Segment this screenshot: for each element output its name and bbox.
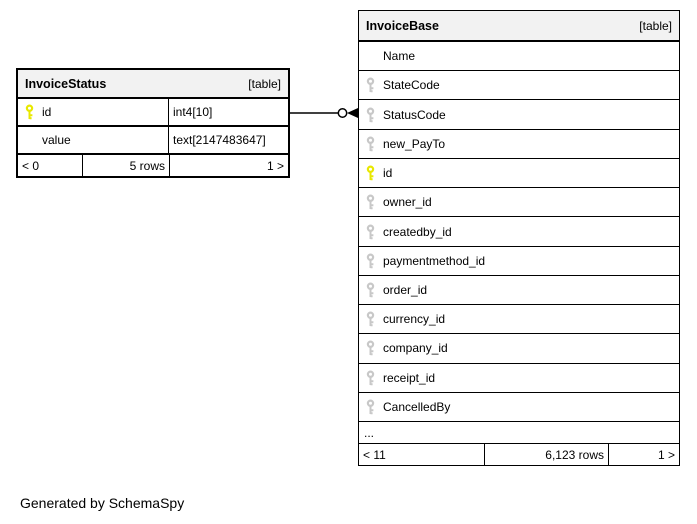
table-name: InvoiceStatus (25, 76, 107, 91)
column-type: text[2147483647] (168, 127, 288, 153)
index-key-icon (365, 136, 376, 152)
column-row-owner_id[interactable]: owner_id (359, 188, 679, 218)
column-rows: id int4[10] value text[2147483647] (18, 99, 288, 155)
column-row-paymentmethod_id[interactable]: paymentmethod_id (359, 247, 679, 276)
column-name: Name (383, 49, 416, 64)
column-row-value[interactable]: value text[2147483647] (18, 127, 288, 155)
table-badge: [table] (639, 18, 672, 33)
column-name: id (383, 166, 393, 181)
generator-note[interactable]: Generated by SchemaSpy (20, 495, 185, 511)
column-name: paymentmethod_id (383, 253, 486, 268)
column-type: int4[10] (168, 99, 288, 125)
column-row-id[interactable]: id int4[10] (18, 99, 288, 127)
column-row-company_id[interactable]: company_id (359, 334, 679, 364)
column-row-createdby_id[interactable]: createdby_id (359, 217, 679, 247)
column-name: receipt_id (383, 370, 436, 385)
column-name: StatusCode (383, 107, 446, 122)
column-name: StateCode (383, 78, 440, 93)
entity-invoicestatus: InvoiceStatus [table] id int4[10] value tex… (16, 68, 290, 178)
column-row-currency_id[interactable]: currency_id (359, 305, 679, 335)
footer-children-count: 1 > (657, 447, 675, 462)
key-icon-placeholder (24, 132, 35, 148)
table-badge: [table] (248, 76, 281, 91)
column-row-receipt_id[interactable]: receipt_id (359, 364, 679, 393)
zero-cardinality-circle (337, 108, 348, 118)
index-key-icon (365, 224, 376, 240)
column-row-new_PayTo[interactable]: new_PayTo (359, 130, 679, 159)
index-key-icon (365, 253, 376, 269)
index-key-icon (365, 107, 376, 123)
index-key-icon (365, 370, 376, 386)
entity-header-invoicebase[interactable]: InvoiceBase [table] (359, 11, 679, 42)
column-row-CancelledBy[interactable]: CancelledBy (359, 393, 679, 423)
index-key-icon (365, 194, 376, 210)
column-name: order_id (383, 282, 428, 297)
footer-row-count: 5 rows (82, 155, 170, 176)
index-key-icon (365, 282, 376, 298)
column-row-Name[interactable]: Name (359, 42, 679, 72)
index-key-icon (365, 311, 376, 327)
column-row-StatusCode[interactable]: StatusCode (359, 100, 679, 130)
column-row-id[interactable]: id (359, 159, 679, 189)
table-name: InvoiceBase (366, 18, 439, 33)
index-key-icon (365, 340, 376, 356)
index-key-icon (365, 77, 376, 93)
column-name: value (42, 133, 71, 147)
column-name: createdby_id (383, 224, 452, 239)
primary-key-icon (365, 165, 376, 181)
footer-parents-count: < 11 (363, 447, 386, 462)
arrowhead (347, 108, 358, 118)
column-name: CancelledBy (383, 399, 451, 414)
column-row-order_id[interactable]: order_id (359, 276, 679, 306)
key-icon-placeholder (365, 48, 376, 64)
primary-key-icon (24, 104, 35, 120)
footer-row-count: 6,123 rows (484, 444, 609, 465)
entity-footer: < 0 5 rows 1 > (18, 155, 288, 176)
column-name: company_id (383, 341, 448, 356)
relationship-connector (290, 108, 358, 118)
column-name: owner_id (383, 195, 432, 210)
entity-header-invoicestatus[interactable]: InvoiceStatus [table] (18, 70, 288, 99)
column-name: new_PayTo (383, 136, 446, 151)
entity-footer: < 11 6,123 rows 1 > (359, 444, 679, 465)
column-name: id (42, 105, 52, 119)
footer-children-count: 1 > (266, 158, 284, 173)
column-row-StateCode[interactable]: StateCode (359, 71, 679, 101)
footer-parents-count: < 0 (22, 158, 40, 173)
more-columns-ellipsis: ... (359, 422, 679, 444)
index-key-icon (365, 399, 376, 415)
column-name: currency_id (383, 312, 446, 327)
